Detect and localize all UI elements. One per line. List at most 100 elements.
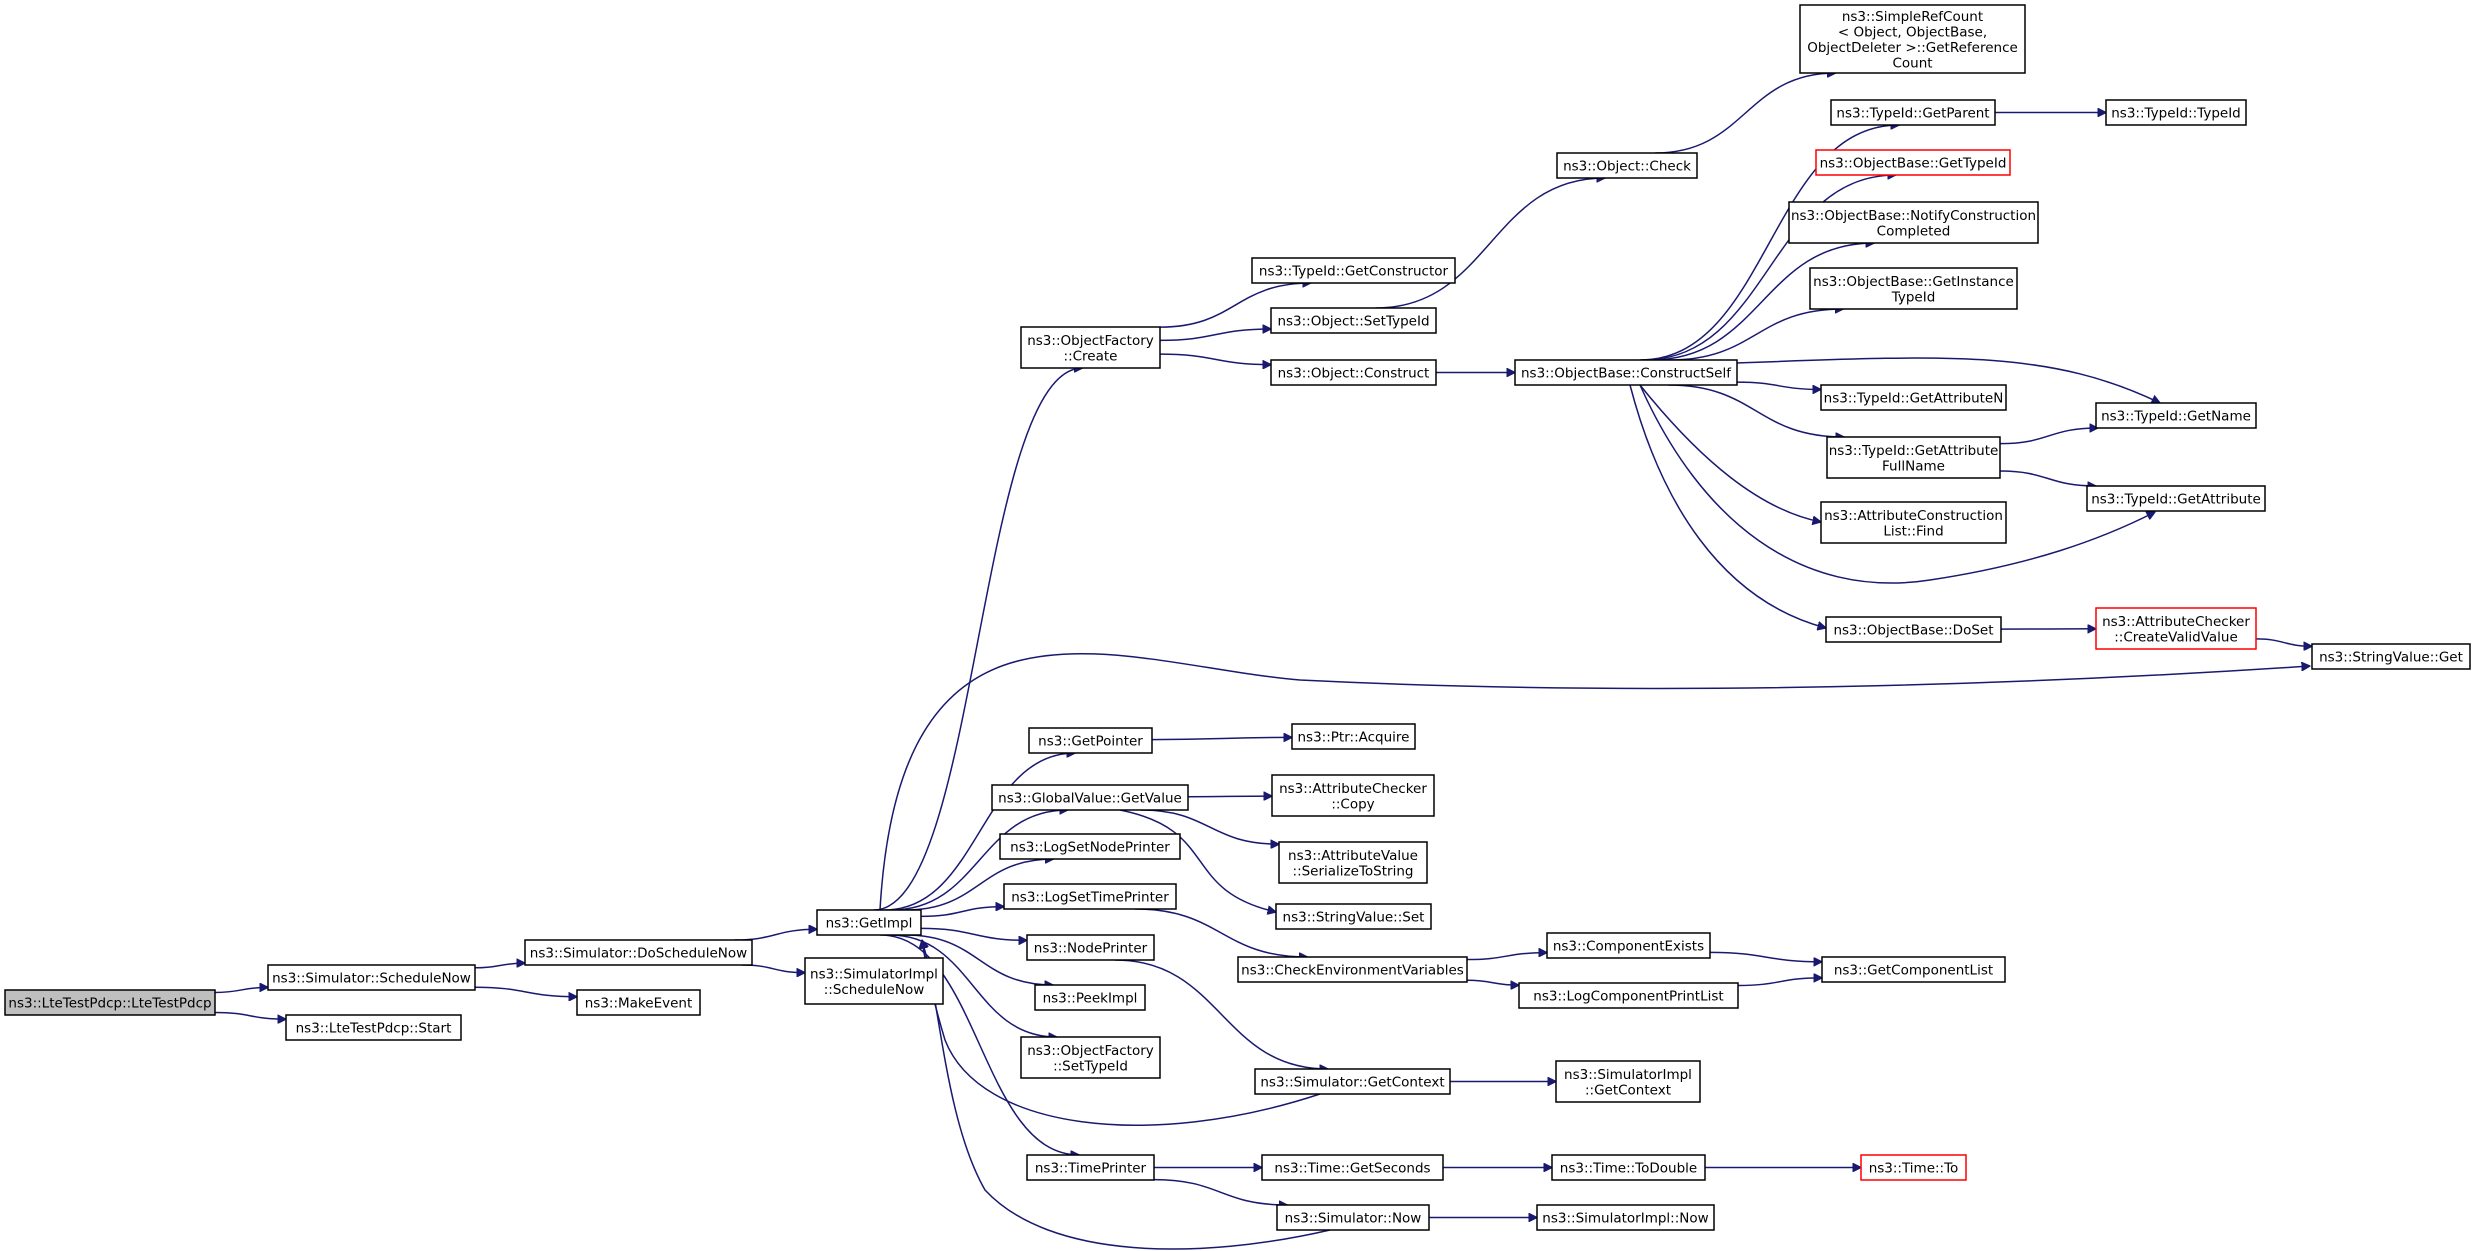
node-time_getsec[interactable]: ns3::Time::GetSeconds: [1261, 1154, 1444, 1181]
node-label: ns3::TypeId::GetAttribute: [2091, 492, 2261, 508]
node-tid_getctor[interactable]: ns3::TypeId::GetConstructor: [1251, 257, 1456, 284]
node-label: ns3::Ptr::Acquire: [1298, 730, 1410, 746]
node-label: ns3::ObjectFactory: [1027, 333, 1154, 349]
node-getimpl[interactable]: ns3::GetImpl: [816, 909, 922, 936]
node-label: ns3::LogSetTimePrinter: [1011, 890, 1169, 906]
edge-getimpl-to-getpointer: [884, 753, 1075, 911]
node-start[interactable]: ns3::LteTestPdcp::Start: [285, 1014, 462, 1041]
node-timeprinter[interactable]: ns3::TimePrinter: [1026, 1154, 1155, 1181]
node-ac_createvalid[interactable]: ns3::AttributeChecker::CreateValidValue: [2095, 607, 2257, 650]
node-tid_getattr[interactable]: ns3::TypeId::GetAttribute: [2086, 485, 2266, 512]
node-gv_getvalue[interactable]: ns3::GlobalValue::GetValue: [991, 784, 1189, 811]
node-box: [1237, 956, 1468, 983]
edge-getpointer-to-ptr_acquire: [1151, 737, 1292, 739]
node-label: ns3::Time::To: [1869, 1161, 1959, 1177]
edge-getimpl-to-peekimpl: [905, 934, 1053, 985]
node-tid_getparent[interactable]: ns3::TypeId::GetParent: [1830, 99, 1996, 126]
node-av_ser[interactable]: ns3::AttributeValue::SerializeToString: [1278, 841, 1428, 884]
node-box: [991, 784, 1189, 811]
node-label: ns3::LteTestPdcp::LteTestPdcp: [8, 996, 211, 1012]
node-of_create[interactable]: ns3::ObjectFactory::Create: [1020, 326, 1161, 369]
node-ptr_acquire[interactable]: ns3::Ptr::Acquire: [1291, 723, 1416, 750]
node-label: ns3::NodePrinter: [1034, 941, 1148, 957]
node-obj_settypeid[interactable]: ns3::Object::SetTypeId: [1270, 307, 1437, 334]
node-tid_getattrn[interactable]: ns3::TypeId::GetAttributeN: [1820, 384, 2007, 411]
node-box: [1270, 307, 1437, 334]
node-ob_notify[interactable]: ns3::ObjectBase::NotifyConstructionCompl…: [1788, 201, 2039, 244]
node-label: ::CreateValidValue: [2114, 629, 2238, 645]
edge-sim_now-to-getimpl: [922, 940, 1331, 1250]
edge-check_env-to-comp_exists: [1466, 953, 1547, 961]
edge-timeprinter-to-sim_now: [1153, 1178, 1287, 1205]
node-peekimpl[interactable]: ns3::PeekImpl: [1034, 984, 1146, 1011]
node-label: ns3::TypeId::GetParent: [1836, 106, 1989, 122]
node-sv_set[interactable]: ns3::StringValue::Set: [1275, 903, 1432, 930]
node-box: [1860, 1154, 1967, 1181]
node-time_to[interactable]: ns3::Time::To: [1860, 1154, 1967, 1181]
node-box: [2095, 402, 2257, 429]
edge-gv_getvalue-to-ac_copy: [1187, 796, 1272, 797]
node-ob_doset[interactable]: ns3::ObjectBase::DoSet: [1825, 616, 2002, 643]
edge-ob_constructself-to-tid_getattr: [1639, 384, 2155, 584]
node-log_comp_print[interactable]: ns3::LogComponentPrintList: [1518, 982, 1739, 1009]
edge-ob_constructself-to-ob_doset: [1629, 384, 1826, 628]
nodes-layer: ns3::LteTestPdcp::LteTestPdcpns3::Simula…: [4, 4, 2471, 1231]
node-tid_typeid[interactable]: ns3::TypeId::TypeId: [2105, 99, 2247, 126]
node-box: [1514, 359, 1738, 386]
node-do_sched[interactable]: ns3::Simulator::DoScheduleNow: [524, 939, 753, 966]
node-nodeprinter[interactable]: ns3::NodePrinter: [1026, 934, 1155, 961]
node-ob_constructself[interactable]: ns3::ObjectBase::ConstructSelf: [1514, 359, 1738, 386]
node-label: ns3::AttributeChecker: [2102, 614, 2250, 630]
node-obj_check[interactable]: ns3::Object::Check: [1556, 152, 1698, 179]
node-logsetnode[interactable]: ns3::LogSetNodePrinter: [999, 833, 1181, 860]
node-sched_now[interactable]: ns3::Simulator::ScheduleNow: [267, 964, 476, 991]
node-ac_copy[interactable]: ns3::AttributeChecker::Copy: [1271, 774, 1435, 817]
node-sim_getctx[interactable]: ns3::Simulator::GetContext: [1254, 1068, 1451, 1095]
node-get_comp_list[interactable]: ns3::GetComponentList: [1821, 956, 2006, 983]
node-box: [1271, 774, 1435, 817]
node-simimpl_sched[interactable]: ns3::SimulatorImpl::ScheduleNow: [804, 957, 944, 1005]
node-box: [1820, 384, 2007, 411]
node-label: ns3::TypeId::GetAttribute: [1829, 443, 1999, 459]
node-obj_construct[interactable]: ns3::Object::Construct: [1270, 359, 1437, 386]
node-box: [1261, 1154, 1444, 1181]
node-label: ns3::TimePrinter: [1035, 1161, 1147, 1177]
node-box: [267, 964, 476, 991]
node-box: [1536, 1204, 1715, 1231]
node-box: [1821, 956, 2006, 983]
node-box: [285, 1014, 462, 1041]
edge-do_sched-to-getimpl: [734, 929, 817, 941]
node-srefcount[interactable]: ns3::SimpleRefCount< Object, ObjectBase,…: [1799, 4, 2026, 74]
node-of_settypeid[interactable]: ns3::ObjectFactory::SetTypeId: [1020, 1036, 1161, 1079]
node-sim_now[interactable]: ns3::Simulator::Now: [1276, 1204, 1430, 1231]
node-comp_exists[interactable]: ns3::ComponentExists: [1546, 932, 1711, 959]
node-box: [1556, 152, 1698, 179]
edge-ob_constructself-to-tid_getparent: [1639, 125, 1899, 361]
node-logsettime[interactable]: ns3::LogSetTimePrinter: [1003, 883, 1177, 910]
edge-tid_getattrfull-to-tid_getname: [1999, 428, 2098, 445]
edges-layer: [214, 73, 2312, 1250]
node-label: ns3::Simulator::ScheduleNow: [272, 971, 471, 987]
node-simimpl_getctx[interactable]: ns3::SimulatorImpl::GetContext: [1555, 1060, 1701, 1103]
node-ob_gettypeid[interactable]: ns3::ObjectBase::GetTypeId: [1815, 149, 2011, 176]
node-label: ns3::ObjectBase::GetInstance: [1813, 274, 2014, 290]
node-box: [2086, 485, 2266, 512]
edge-ob_constructself-to-tid_getname: [1736, 357, 2160, 403]
node-getpointer[interactable]: ns3::GetPointer: [1028, 727, 1153, 754]
node-make_event[interactable]: ns3::MakeEvent: [576, 989, 701, 1016]
edge-obj_settypeid-to-obj_check: [1375, 178, 1605, 309]
node-label: ns3::LogComponentPrintList: [1533, 989, 1723, 1005]
node-label: ns3::CheckEnvironmentVariables: [1241, 963, 1464, 979]
node-root[interactable]: ns3::LteTestPdcp::LteTestPdcp: [4, 989, 216, 1016]
node-sv_get[interactable]: ns3::StringValue::Get: [2311, 643, 2471, 670]
node-label: ns3::ObjectBase::GetTypeId: [1820, 156, 2007, 172]
node-simimpl_now[interactable]: ns3::SimulatorImpl::Now: [1536, 1204, 1715, 1231]
node-time_todouble[interactable]: ns3::Time::ToDouble: [1551, 1154, 1706, 1181]
node-tid_getname[interactable]: ns3::TypeId::GetName: [2095, 402, 2257, 429]
node-check_env[interactable]: ns3::CheckEnvironmentVariables: [1237, 956, 1468, 983]
node-label: TypeId: [1891, 289, 1936, 305]
node-box: [1809, 267, 2018, 310]
